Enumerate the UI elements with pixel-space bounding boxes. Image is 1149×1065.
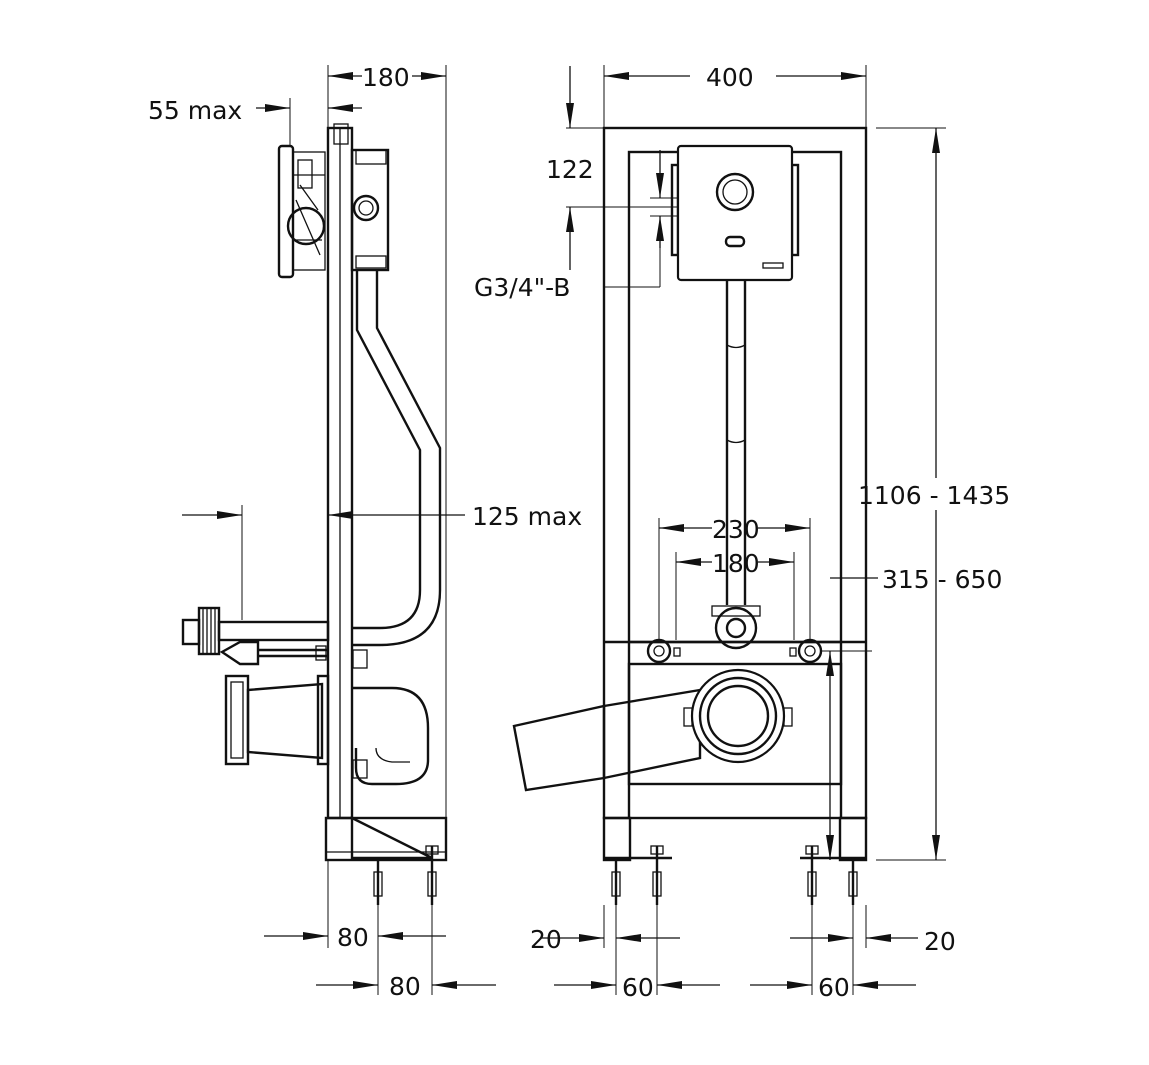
front-mounting-bolts <box>646 638 823 664</box>
front-bolt-height-range-label: 315 - 650 <box>882 565 1002 594</box>
front-height-range-label: 1106 - 1435 <box>858 481 1010 510</box>
front-valve-box <box>670 144 800 282</box>
side-drain-elbow <box>352 649 430 786</box>
front-bolt-spacing-outer-label: 230 <box>712 515 760 544</box>
side-flush-plate <box>277 144 326 279</box>
side-outlet-max-label: 125 max <box>472 502 582 531</box>
front-foot-offset-left-label: 20 <box>530 925 562 954</box>
front-foot-offset-right-label: 20 <box>924 927 956 956</box>
front-view: 400 122 G3/4"-B 1106 - 1435 230 180 315 … <box>474 63 1010 1002</box>
front-flush-pipe <box>725 280 747 605</box>
side-foot-a-label: 80 <box>337 923 369 952</box>
front-top-to-inlet-label: 122 <box>546 155 594 184</box>
side-dimension-lines <box>182 72 496 989</box>
front-foot-spacing-right-label: 60 <box>818 973 850 1002</box>
front-bolt-spacing-inner-label: 180 <box>712 549 760 578</box>
front-foot-spacing-left-label: 60 <box>622 973 654 1002</box>
side-plate-max-label: 55 max <box>148 96 242 125</box>
front-width-label: 400 <box>706 63 754 92</box>
side-view: 180 55 max 125 max 80 80 <box>148 63 582 1001</box>
front-dimension-lines <box>540 66 940 989</box>
front-inlet-thread-label: G3/4"-B <box>474 273 570 302</box>
front-feet <box>602 816 868 905</box>
side-bowl-connector <box>224 674 330 766</box>
side-valve-box <box>350 148 390 272</box>
front-drain-pipe <box>512 688 702 792</box>
side-foot-b-label: 80 <box>389 972 421 1001</box>
side-support-rod <box>219 640 328 666</box>
side-outlet-fitting <box>181 606 330 656</box>
side-depth-label: 180 <box>362 63 410 92</box>
front-drain-collar <box>683 668 793 764</box>
side-frame-column <box>326 123 354 820</box>
side-flush-pipe <box>352 270 442 647</box>
side-foot-bracket <box>324 816 448 905</box>
front-outlet-connector <box>604 605 866 650</box>
side-extension-lines <box>241 65 447 995</box>
